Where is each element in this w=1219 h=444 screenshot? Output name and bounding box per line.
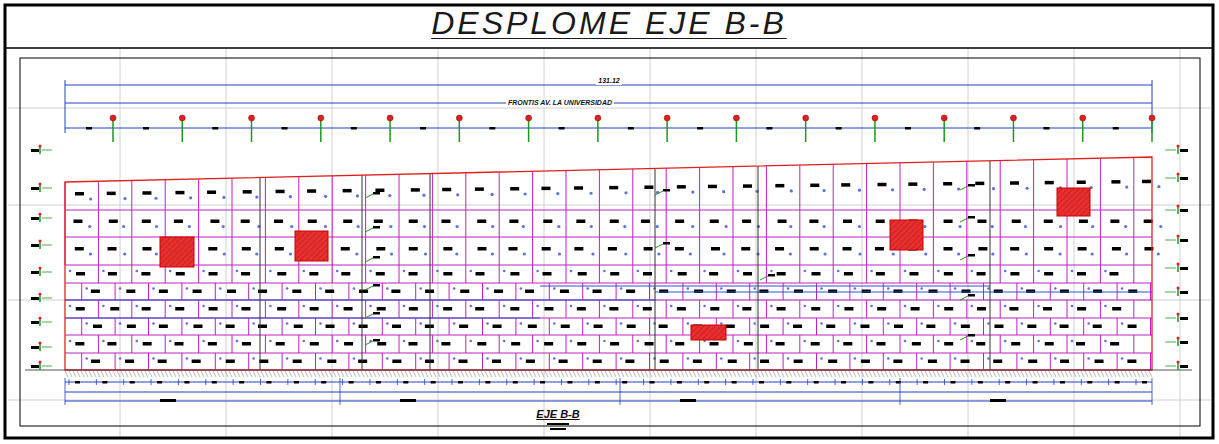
- column-markers: [86, 115, 1155, 142]
- bottom-dimensions: [65, 378, 1152, 430]
- facade-panels: [65, 157, 1162, 370]
- sheet-grid: [8, 48, 1211, 437]
- ground-strip: [25, 370, 1192, 377]
- sheet-frame: [5, 5, 1213, 438]
- level-markers: [31, 145, 1188, 371]
- drawing-frame: [20, 58, 1200, 426]
- dimension-lines: [65, 80, 1152, 133]
- facade-outline: [65, 157, 1152, 370]
- drawing-title: DESPLOME EJE B-B: [431, 6, 787, 41]
- frontage-label: FRONTIS AV. LA UNIVERSIDAD: [506, 99, 614, 107]
- dimension-text: 131.12: [596, 77, 621, 85]
- title-rule: [5, 47, 1213, 49]
- view-caption: EJE B-B: [536, 408, 579, 420]
